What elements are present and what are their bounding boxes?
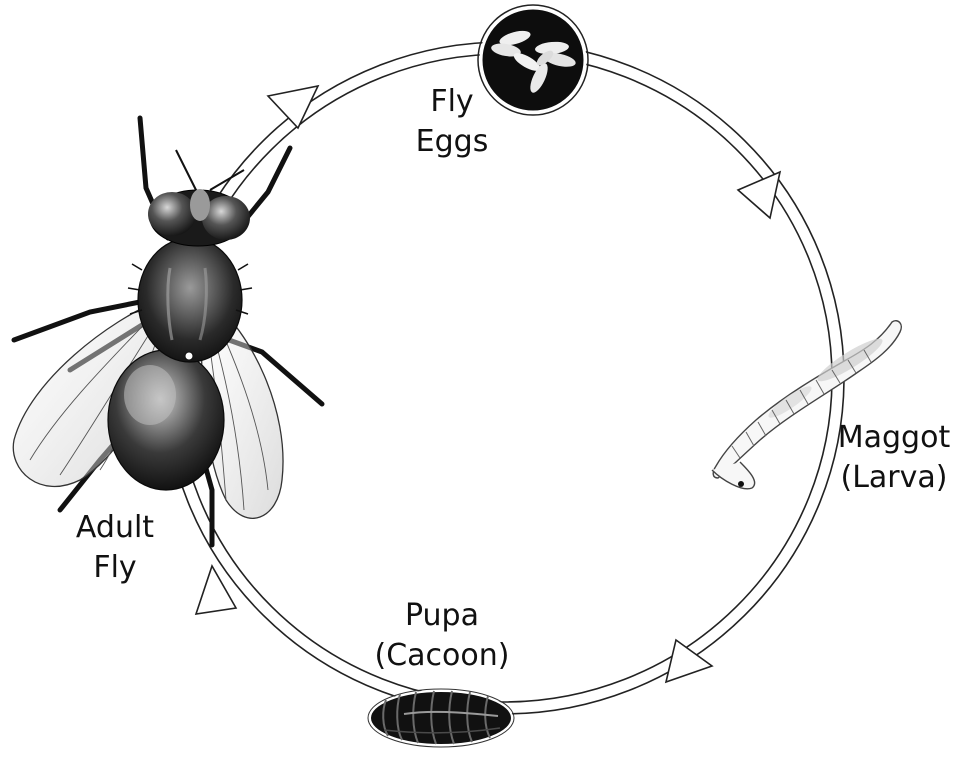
- eggs-label-line1: Fly: [404, 82, 500, 122]
- pupa-label: Pupa (Cacoon): [362, 596, 522, 676]
- adult-label-line2: Fly: [60, 548, 170, 588]
- adult-label: Adult Fly: [60, 508, 170, 588]
- pupa-label-line2: (Cacoon): [362, 636, 522, 676]
- pupa-icon: [368, 689, 514, 747]
- eggs-label-line2: Eggs: [404, 122, 500, 162]
- pupa-label-line1: Pupa: [362, 596, 522, 636]
- cycle-arrow-pupa-to-adult: [196, 566, 236, 614]
- cycle-arrow-adult-to-eggs: [268, 86, 318, 128]
- adult-label-line1: Adult: [60, 508, 170, 548]
- fly-icon: [13, 118, 322, 545]
- maggot-label-line1: Maggot: [828, 418, 960, 458]
- maggot-label: Maggot (Larva): [828, 418, 960, 498]
- maggot-label-line2: (Larva): [828, 458, 960, 498]
- eggs-label: Fly Eggs: [404, 82, 500, 162]
- cycle-arrow-eggs-to-maggot: [738, 172, 780, 218]
